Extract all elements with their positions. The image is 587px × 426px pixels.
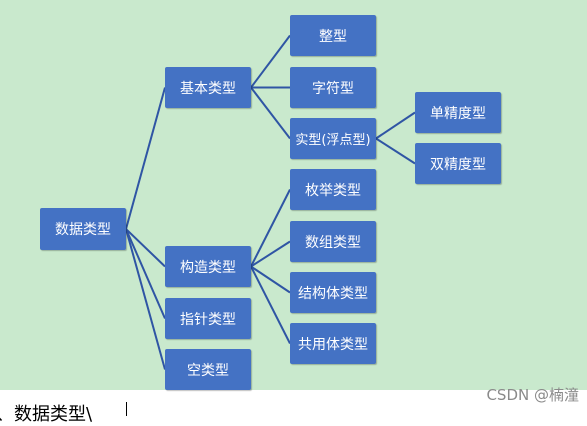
text-cursor — [126, 402, 127, 416]
connector-lines — [125, 34, 416, 370]
node-constructed: 构造类型 — [165, 246, 251, 287]
node-real: 实型(浮点型) — [290, 118, 376, 159]
node-union: 共用体类型 — [290, 323, 376, 364]
connector-root-constructed — [125, 228, 166, 268]
node-void: 空类型 — [165, 349, 251, 390]
connector-real-single — [375, 111, 416, 140]
document-heading-text: 、数据类型\ — [0, 404, 93, 425]
node-enum: 枚举类型 — [290, 169, 376, 210]
csdn-watermark: CSDN @楠潼 — [486, 386, 579, 404]
node-basic: 基本类型 — [165, 67, 251, 108]
connector-basic-integer — [250, 34, 291, 89]
node-integer: 整型 — [290, 15, 376, 56]
connector-real-double — [375, 137, 416, 165]
node-double: 双精度型 — [415, 143, 501, 184]
connector-root-pointer — [125, 228, 166, 319]
node-single: 单精度型 — [415, 92, 501, 133]
node-pointer: 指针类型 — [165, 298, 251, 339]
connector-constructed-struct — [250, 265, 291, 294]
node-struct: 结构体类型 — [290, 272, 376, 313]
connector-basic-real — [250, 86, 291, 140]
connector-root-void — [125, 228, 166, 370]
connector-constructed-enum — [250, 189, 291, 267]
connector-root-basic — [125, 87, 166, 230]
node-char: 字符型 — [290, 67, 376, 108]
connector-constructed-union — [250, 266, 291, 344]
diagram-canvas: 数据类型 基本类型 构造类型 指针类型 空类型 整型 字符型 实型(浮点型) 单… — [0, 0, 587, 390]
connector-constructed-array — [250, 240, 291, 268]
node-root: 数据类型 — [40, 208, 126, 250]
node-array: 数组类型 — [290, 221, 376, 262]
